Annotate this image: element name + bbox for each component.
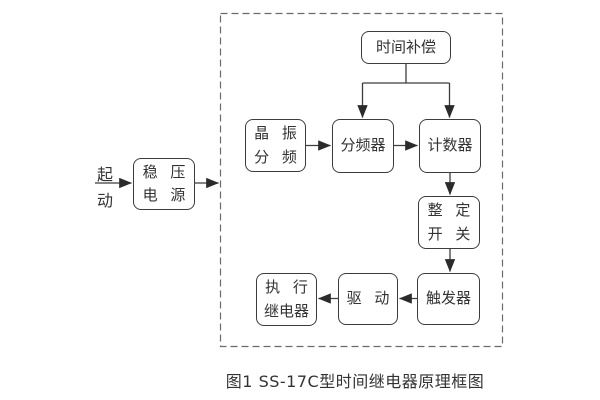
node-driver: 驱 动 [338,273,398,325]
node-setting-switch-line1: 整 定 [427,201,471,220]
node-output-relay-line2: 继电器 [263,301,309,320]
start-label-line1: 起 [96,165,113,184]
node-counter: 计数器 [419,119,481,173]
start-label-line2: 动 [96,191,113,210]
node-driver-label: 驱 动 [346,289,390,308]
figure-caption: 图1 SS-17C型时间继电器原理框图 [225,372,485,391]
node-trigger: 触发器 [417,273,480,325]
node-output-relay: 执 行 继电器 [256,273,317,326]
node-voltage-regulator: 稳 压 电 源 [133,158,195,210]
node-crystal-oscillator-line2: 分 频 [254,147,297,166]
node-setting-switch-line2: 开 关 [427,224,471,243]
start-label: 起 动 [92,162,118,214]
node-voltage-regulator-line1: 稳 压 [142,162,186,181]
node-setting-switch: 整 定 开 关 [418,196,480,249]
node-trigger-label: 触发器 [425,289,471,308]
node-time-compensation: 时间补偿 [361,31,451,64]
node-crystal-oscillator-line1: 晶 振 [254,124,297,143]
node-counter-label: 计数器 [427,136,473,155]
node-frequency-divider: 分频器 [332,119,394,173]
node-frequency-divider-label: 分频器 [340,136,386,155]
node-crystal-oscillator: 晶 振 分 频 [245,119,306,172]
node-time-compensation-label: 时间补偿 [375,37,436,56]
node-voltage-regulator-line2: 电 源 [142,186,186,204]
node-output-relay-line1: 执 行 [265,278,308,297]
